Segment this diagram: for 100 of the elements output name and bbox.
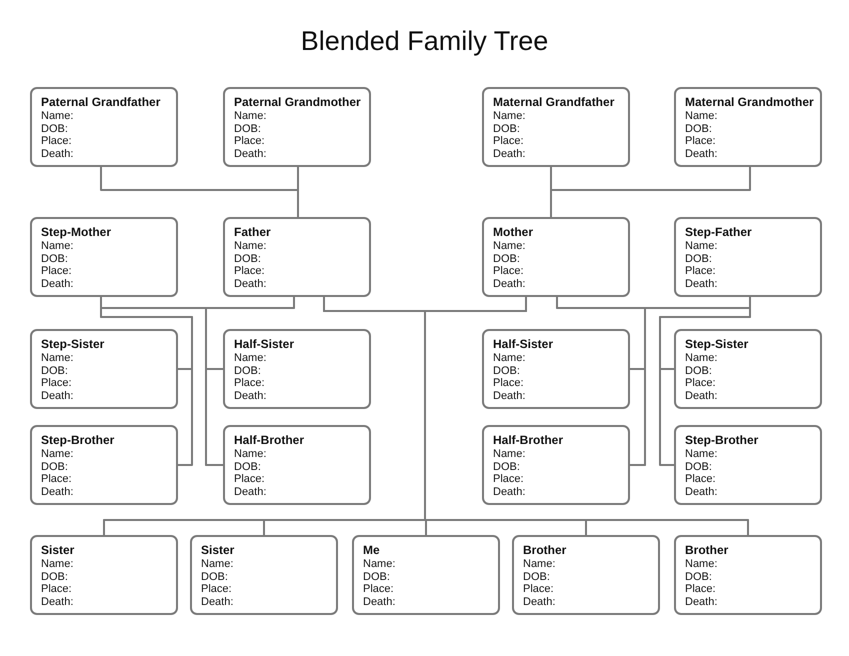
field-label: Place: [685, 583, 716, 596]
field-label: Death: [685, 148, 718, 161]
field-label: Death: [685, 486, 718, 499]
field-label: Death: [493, 278, 526, 291]
person-card [30, 535, 178, 615]
field-label: Death: [493, 390, 526, 403]
relation-heading: Half-Brother [493, 433, 564, 448]
field-label: Death: [363, 596, 396, 609]
field-label: Place: [685, 135, 716, 148]
field-label: Name: [685, 240, 718, 253]
field-label: Name: [201, 558, 234, 571]
person-card [30, 425, 178, 505]
relation-heading: Step-Sister [41, 337, 104, 352]
field-label: Place: [234, 135, 265, 148]
person-card [30, 87, 178, 167]
field-label: DOB: [493, 122, 520, 136]
field-label: DOB: [493, 364, 520, 378]
field-label: DOB: [41, 252, 68, 266]
field-label: DOB: [685, 460, 712, 474]
relation-heading: Maternal Grandmother [685, 95, 814, 110]
field-label: Death: [685, 596, 718, 609]
field-label: Place: [523, 583, 554, 596]
person-card [674, 329, 822, 409]
field-label: Place: [201, 583, 232, 596]
person-card [30, 217, 178, 297]
relation-heading: Half-Brother [234, 433, 304, 448]
field-label: Place: [234, 377, 265, 390]
field-label: Place: [234, 473, 265, 486]
field-label: Death: [234, 486, 266, 499]
field-label: Name: [685, 352, 718, 365]
field-label: Name: [493, 110, 526, 123]
field-label: Place: [493, 265, 524, 278]
relation-heading: Me [363, 543, 380, 558]
relation-heading: Step-Brother [685, 433, 758, 448]
field-label: DOB: [493, 460, 520, 474]
person-card [352, 535, 500, 615]
person-card [223, 87, 371, 167]
field-label: DOB: [234, 252, 261, 266]
field-label: DOB: [234, 122, 261, 136]
person-card [674, 87, 822, 167]
person-card [223, 425, 371, 505]
field-label: Death: [41, 390, 74, 403]
field-label: Name: [234, 240, 266, 253]
field-label: Place: [363, 583, 394, 596]
connector-line [659, 297, 751, 466]
field-label: DOB: [234, 364, 261, 378]
field-label: Death: [685, 278, 718, 291]
field-label: Place: [685, 265, 716, 278]
person-card [512, 535, 660, 615]
relation-heading: Sister [41, 543, 74, 558]
person-card [190, 535, 338, 615]
field-label: Death: [234, 278, 266, 291]
field-label: Name: [685, 110, 718, 123]
field-label: Place: [493, 377, 524, 390]
field-label: DOB: [234, 460, 261, 474]
field-label: Name: [41, 448, 74, 461]
person-card [482, 329, 630, 409]
field-label: Death: [41, 278, 74, 291]
field-label: Name: [493, 352, 526, 365]
relation-heading: Brother [523, 543, 566, 558]
field-label: DOB: [201, 570, 228, 584]
field-label: Place: [41, 473, 72, 486]
relation-heading: Step-Father [685, 225, 752, 240]
field-label: Name: [685, 558, 718, 571]
field-label: Place: [41, 377, 72, 390]
relation-heading: Step-Sister [685, 337, 748, 352]
relation-heading: Sister [201, 543, 234, 558]
field-label: Name: [493, 240, 526, 253]
field-label: DOB: [41, 570, 68, 584]
field-label: Place: [685, 377, 716, 390]
field-label: Death: [523, 596, 556, 609]
person-card [674, 425, 822, 505]
relation-heading: Half-Sister [234, 337, 294, 352]
field-label: Name: [493, 448, 526, 461]
field-label: DOB: [685, 570, 712, 584]
field-label: DOB: [685, 122, 712, 136]
relation-heading: Mother [493, 225, 533, 240]
field-label: Name: [363, 558, 396, 571]
field-label: Place: [41, 583, 72, 596]
field-label: Place: [685, 473, 716, 486]
relation-heading: Father [234, 225, 271, 240]
field-label: Death: [234, 390, 266, 403]
field-label: Death: [41, 148, 74, 161]
person-card [223, 329, 371, 409]
field-label: DOB: [493, 252, 520, 266]
person-card [30, 329, 178, 409]
field-label: Place: [493, 135, 524, 148]
person-card [223, 217, 371, 297]
person-card [674, 217, 822, 297]
field-label: Name: [523, 558, 556, 571]
field-label: Name: [41, 240, 74, 253]
field-label: Name: [685, 448, 718, 461]
relation-heading: Half-Sister [493, 337, 554, 352]
field-label: Place: [234, 265, 265, 278]
field-label: DOB: [685, 364, 712, 378]
field-label: Place: [41, 265, 72, 278]
field-label: Death: [201, 596, 234, 609]
field-label: Name: [234, 110, 266, 123]
field-label: DOB: [41, 364, 68, 378]
field-label: Place: [41, 135, 72, 148]
